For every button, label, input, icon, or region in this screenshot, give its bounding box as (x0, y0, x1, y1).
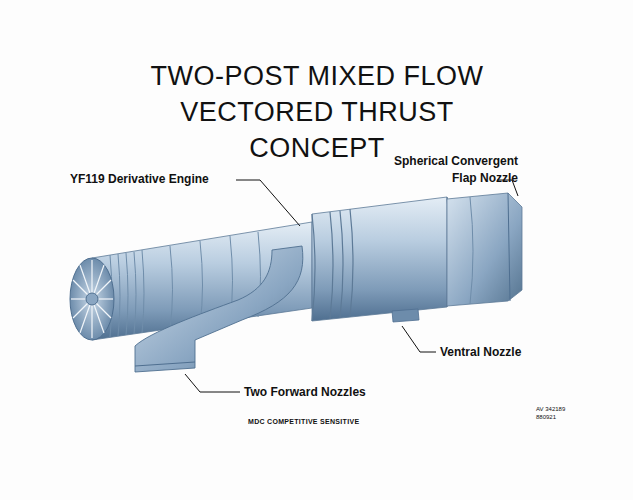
part-label: Spherical Convergent Flap Nozzle (368, 153, 518, 187)
part-label: Two Forward Nozzles (244, 384, 404, 401)
security-note: MDC COMPETITIVE SENSITIVE (248, 418, 408, 425)
date-code: 880921 (536, 413, 596, 421)
part-label: YF119 Derivative Engine (70, 171, 240, 188)
part-label: Ventral Nozzle (440, 344, 560, 361)
diagram-title: TWO-POST MIXED FLOW VECTORED THRUST CONC… (118, 58, 516, 166)
reference-number: AV 342189 (536, 405, 596, 413)
